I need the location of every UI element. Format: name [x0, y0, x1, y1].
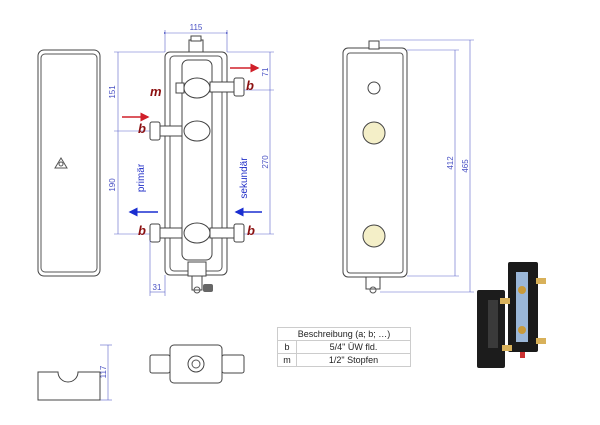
- front-view-hydraulic-separator: [149, 35, 245, 294]
- dim-117: 117: [99, 365, 108, 378]
- top-view-insulation: [37, 371, 101, 401]
- top-view-separator: [149, 344, 245, 384]
- dim-71: 71: [261, 67, 270, 76]
- side-view-with-ports: [342, 40, 408, 294]
- dim-412: 412: [446, 156, 455, 170]
- label-m: m: [150, 84, 162, 99]
- legend-header: Beschreibung (a; b; …): [277, 327, 411, 341]
- side-view-insulation: [37, 49, 101, 277]
- dim-465: 465: [461, 159, 470, 173]
- label-secondary: sekundär: [239, 157, 250, 199]
- label-primary: primär: [136, 163, 147, 192]
- label-b: b: [247, 223, 255, 238]
- legend-value: 1/2" Stopfen: [296, 353, 411, 367]
- legend-value: 5/4" ÜW fld.: [296, 340, 411, 354]
- legend-key: m: [277, 353, 297, 367]
- label-b: b: [138, 223, 146, 238]
- legend-key: b: [277, 340, 297, 354]
- dim-width-115: 115: [190, 23, 203, 32]
- logo-icon: [54, 157, 68, 169]
- dim-31: 31: [153, 283, 162, 292]
- label-b: b: [246, 78, 254, 93]
- dim-190: 190: [108, 178, 117, 192]
- dimension-lines: [100, 30, 474, 401]
- product-3d-image: [477, 262, 546, 368]
- dim-270: 270: [261, 155, 270, 169]
- label-b: b: [138, 121, 146, 136]
- dim-151: 151: [108, 85, 117, 99]
